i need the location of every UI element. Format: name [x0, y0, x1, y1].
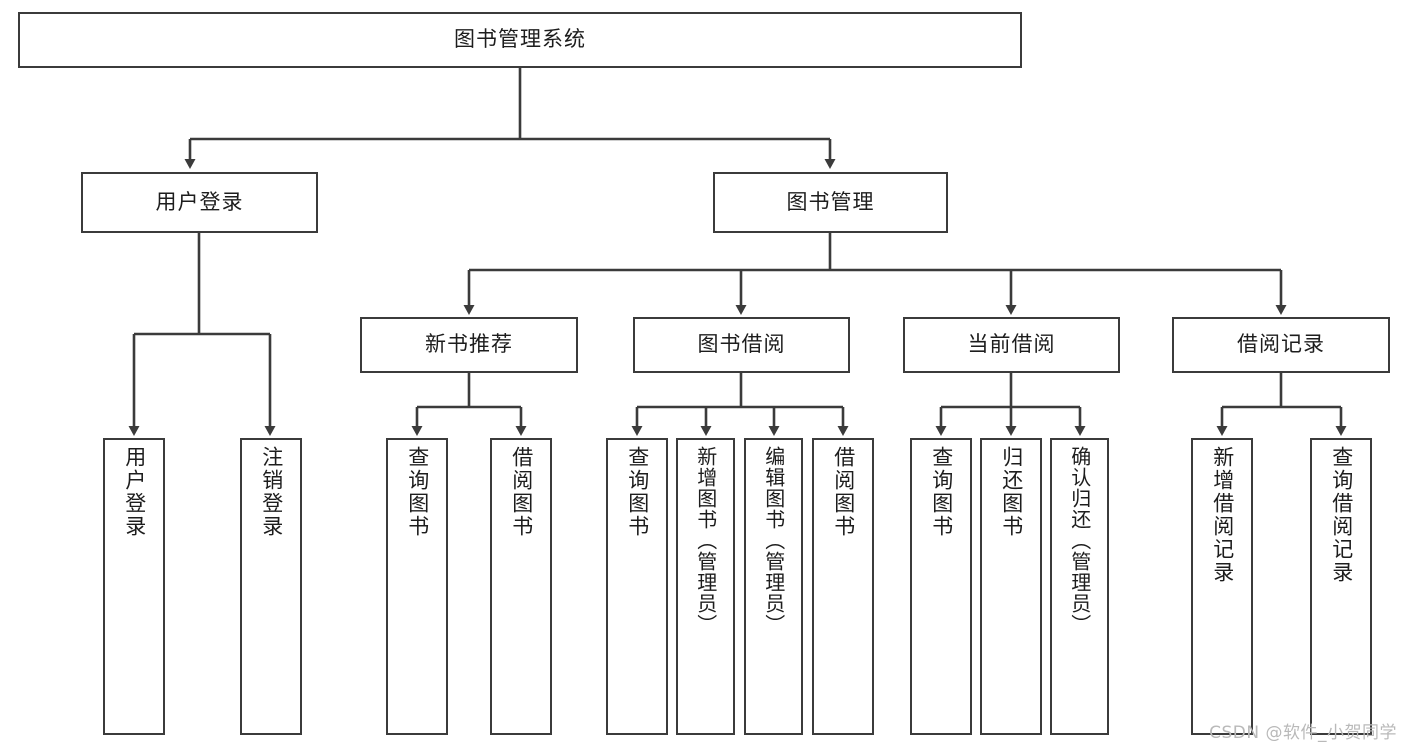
leaf-borrow-record-1-label: 新增借阅记录 [1210, 446, 1235, 584]
leaf-user-login-2[interactable]: 注销登录 [240, 438, 302, 735]
node-root[interactable]: 图书管理系统 [18, 12, 1022, 68]
leaf-book-borrow-4[interactable]: 借阅图书 [812, 438, 874, 735]
node-new-book-recommend[interactable]: 新书推荐 [360, 317, 578, 373]
node-current-borrow-label: 当前借阅 [967, 332, 1056, 357]
node-current-borrow[interactable]: 当前借阅 [903, 317, 1120, 373]
leaf-user-login-2-label: 注销登录 [259, 446, 284, 538]
leaf-current-borrow-1[interactable]: 查询图书 [910, 438, 972, 735]
csdn-watermark: CSDN @软件_小贺同学 [1209, 723, 1397, 743]
leaf-current-borrow-3-label: 确认归还（管理员） [1067, 446, 1092, 635]
node-root-label: 图书管理系统 [454, 27, 586, 52]
leaf-borrow-record-1[interactable]: 新增借阅记录 [1191, 438, 1253, 735]
leaf-current-borrow-2-label: 归还图书 [999, 446, 1024, 538]
leaf-new-book-2-label: 借阅图书 [509, 446, 534, 538]
node-book-management-label: 图书管理 [786, 189, 875, 214]
node-borrow-record-label: 借阅记录 [1237, 332, 1325, 357]
leaf-book-borrow-3-label: 编辑图书（管理员） [761, 446, 786, 635]
leaf-book-borrow-2[interactable]: 新增图书（管理员） [676, 438, 735, 735]
node-book-management[interactable]: 图书管理 [713, 172, 948, 233]
leaf-user-login-1[interactable]: 用户登录 [103, 438, 165, 735]
leaf-current-borrow-1-label: 查询图书 [929, 446, 954, 538]
node-user-login-label: 用户登录 [155, 189, 244, 214]
leaf-book-borrow-3[interactable]: 编辑图书（管理员） [744, 438, 803, 735]
leaf-borrow-record-2-label: 查询借阅记录 [1329, 446, 1354, 584]
leaf-current-borrow-3[interactable]: 确认归还（管理员） [1050, 438, 1109, 735]
leaf-borrow-record-2[interactable]: 查询借阅记录 [1310, 438, 1372, 735]
leaf-book-borrow-1-label: 查询图书 [625, 446, 650, 538]
node-borrow-record[interactable]: 借阅记录 [1172, 317, 1390, 373]
leaf-book-borrow-4-label: 借阅图书 [831, 446, 856, 538]
leaf-current-borrow-2[interactable]: 归还图书 [980, 438, 1042, 735]
node-new-book-recommend-label: 新书推荐 [425, 332, 513, 357]
leaf-book-borrow-2-label: 新增图书（管理员） [693, 446, 718, 635]
node-book-borrow-label: 图书借阅 [697, 332, 786, 357]
leaf-user-login-1-label: 用户登录 [122, 446, 147, 538]
node-book-borrow[interactable]: 图书借阅 [633, 317, 850, 373]
leaf-new-book-1[interactable]: 查询图书 [386, 438, 448, 735]
leaf-book-borrow-1[interactable]: 查询图书 [606, 438, 668, 735]
leaf-new-book-2[interactable]: 借阅图书 [490, 438, 552, 735]
node-user-login[interactable]: 用户登录 [81, 172, 318, 233]
leaf-new-book-1-label: 查询图书 [405, 446, 430, 538]
